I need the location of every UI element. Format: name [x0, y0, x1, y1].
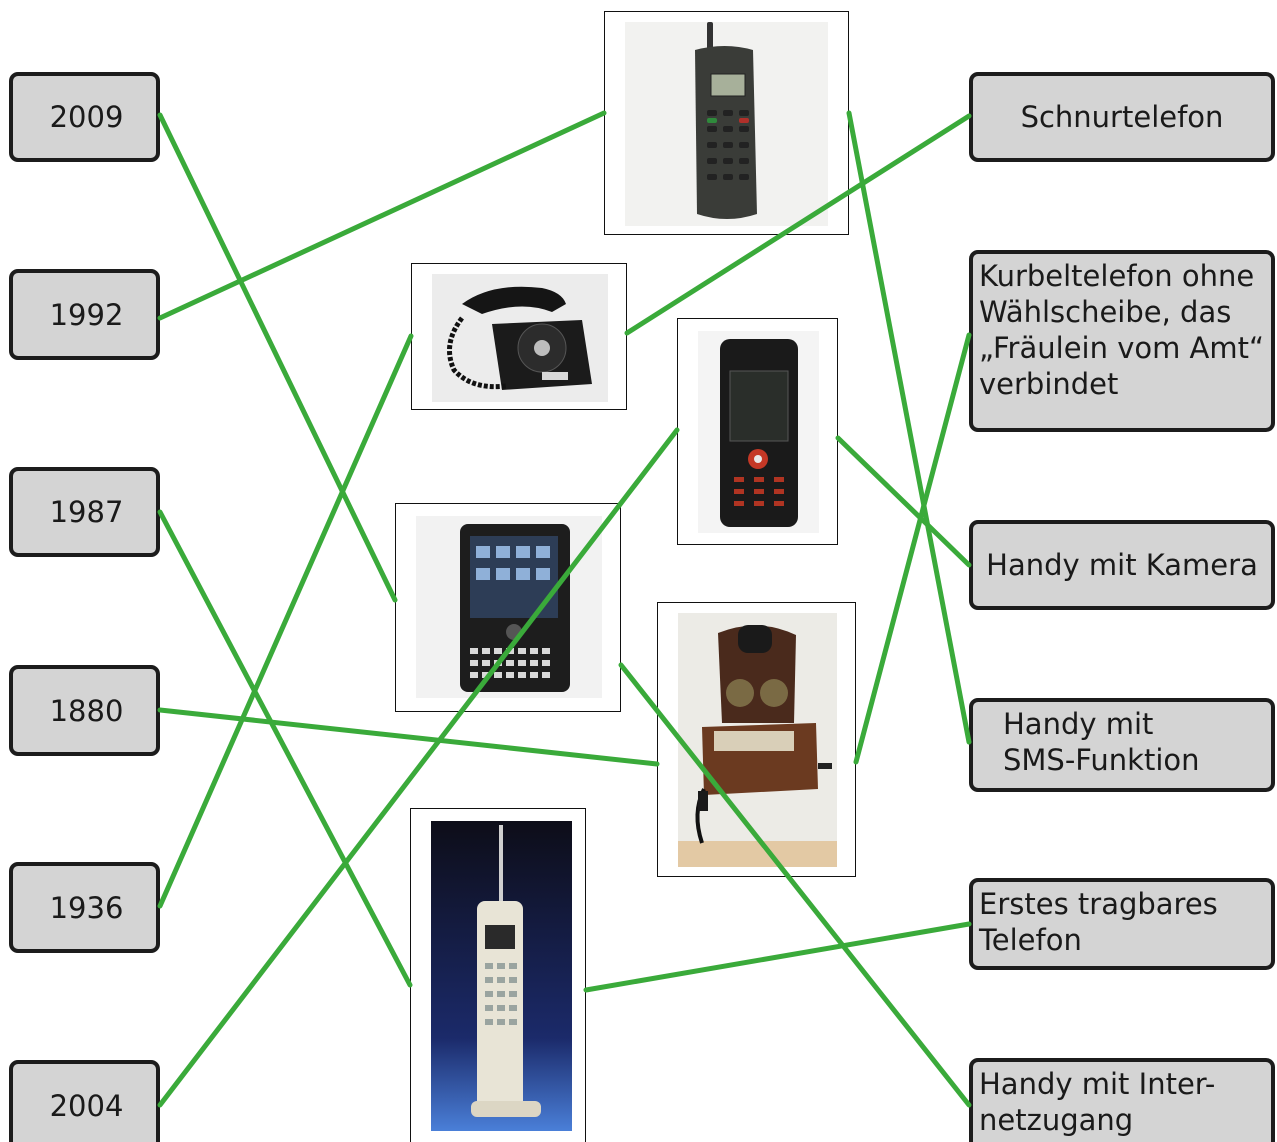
- desc-label: Handy mit SMS-Funktion: [1003, 707, 1200, 777]
- camera-phone-image: [698, 331, 819, 533]
- desc-box-handy-sms[interactable]: Handy mit SMS-Funktion: [969, 698, 1275, 792]
- year-box-1936[interactable]: 1936: [9, 862, 160, 953]
- desc-label: Schnurtelefon: [1020, 100, 1224, 134]
- year-box-2004[interactable]: 2004: [9, 1060, 160, 1142]
- year-label: 1880: [49, 693, 124, 728]
- desc-box-kurbeltelefon[interactable]: Kurbeltelefon ohne Wählscheibe, das „Frä…: [969, 250, 1275, 432]
- brick-phone-image: [431, 821, 572, 1131]
- line-1987-to-brick-phone: [157, 509, 413, 988]
- nokia-phone-image: [625, 22, 828, 226]
- crank-telephone-image: [678, 613, 837, 867]
- year-label: 1992: [49, 297, 124, 332]
- photo-frame-camera-phone[interactable]: [677, 318, 838, 545]
- desc-box-schnurtelefon[interactable]: Schnurtelefon: [969, 72, 1275, 162]
- desc-box-erstes-tragbares[interactable]: Erstes tragbares Telefon: [969, 878, 1275, 970]
- year-box-2009[interactable]: 2009: [9, 72, 160, 162]
- line-handy-kamera-to-camera-phone: [835, 435, 972, 568]
- line-1992-to-nokia: [157, 110, 607, 321]
- smartphone-image: [416, 516, 602, 698]
- year-label: 2009: [49, 100, 124, 134]
- line-handy-sms-to-nokia: [846, 110, 972, 745]
- line-2004-to-camera-phone: [157, 427, 680, 1108]
- line-1936-to-rotary-phone: [157, 333, 414, 909]
- photo-frame-brick-phone[interactable]: [410, 808, 586, 1142]
- line-internet-to-smartphone: [618, 662, 972, 1108]
- year-label: 1936: [49, 890, 124, 925]
- desc-label: Handy mit Kamera: [986, 548, 1258, 582]
- desc-label: Handy mit Inter- netzugang: [979, 1067, 1216, 1137]
- photo-frame-smartphone[interactable]: [395, 503, 621, 712]
- desc-box-handy-internet[interactable]: Handy mit Inter- netzugang: [969, 1058, 1275, 1142]
- year-box-1880[interactable]: 1880: [9, 665, 160, 756]
- photo-frame-nokia-1992[interactable]: [604, 11, 849, 235]
- photo-frame-crank-telephone[interactable]: [657, 602, 856, 877]
- year-label: 2004: [49, 1088, 124, 1123]
- line-kurbeltelefon-to-crank-telephone: [853, 332, 972, 765]
- year-box-1992[interactable]: 1992: [9, 269, 160, 360]
- rotary-phone-image: [432, 274, 608, 402]
- line-erstes-tragbares-to-brick-phone: [583, 921, 972, 993]
- year-label: 1987: [49, 495, 124, 529]
- desc-label: Erstes tragbares Telefon: [979, 887, 1218, 957]
- photo-frame-rotary-phone[interactable]: [411, 263, 627, 410]
- line-schnurtelefon-to-rotary-phone: [624, 113, 972, 336]
- desc-label: Kurbeltelefon ohne Wählscheibe, das „Frä…: [979, 259, 1265, 401]
- line-2009-to-smartphone: [157, 112, 398, 603]
